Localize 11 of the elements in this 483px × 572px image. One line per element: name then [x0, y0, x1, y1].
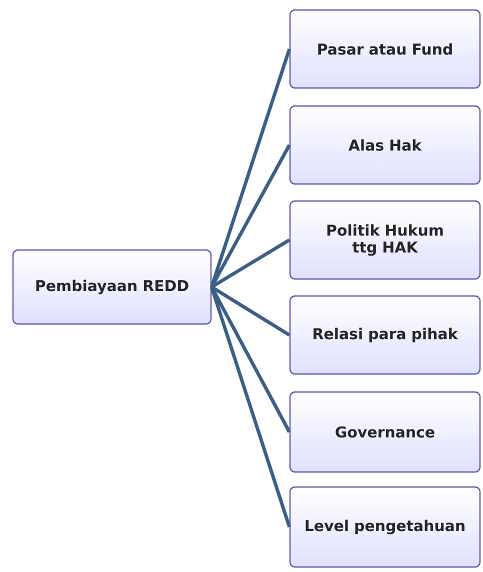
- connector-line: [210, 286, 292, 528]
- connector-line: [210, 48, 292, 288]
- box: Level pengetahuan: [289, 486, 481, 568]
- box: Relasi para pihak: [289, 295, 481, 375]
- connector-line: [210, 286, 291, 433]
- box: Alas Hak: [289, 105, 481, 185]
- box: Pasar atau Fund: [289, 9, 481, 89]
- box: Pembiayaan REDD: [12, 249, 212, 325]
- box: Governance: [289, 391, 481, 473]
- connector-line: [210, 144, 291, 288]
- box: Politik Hukum ttg HAK: [289, 200, 481, 280]
